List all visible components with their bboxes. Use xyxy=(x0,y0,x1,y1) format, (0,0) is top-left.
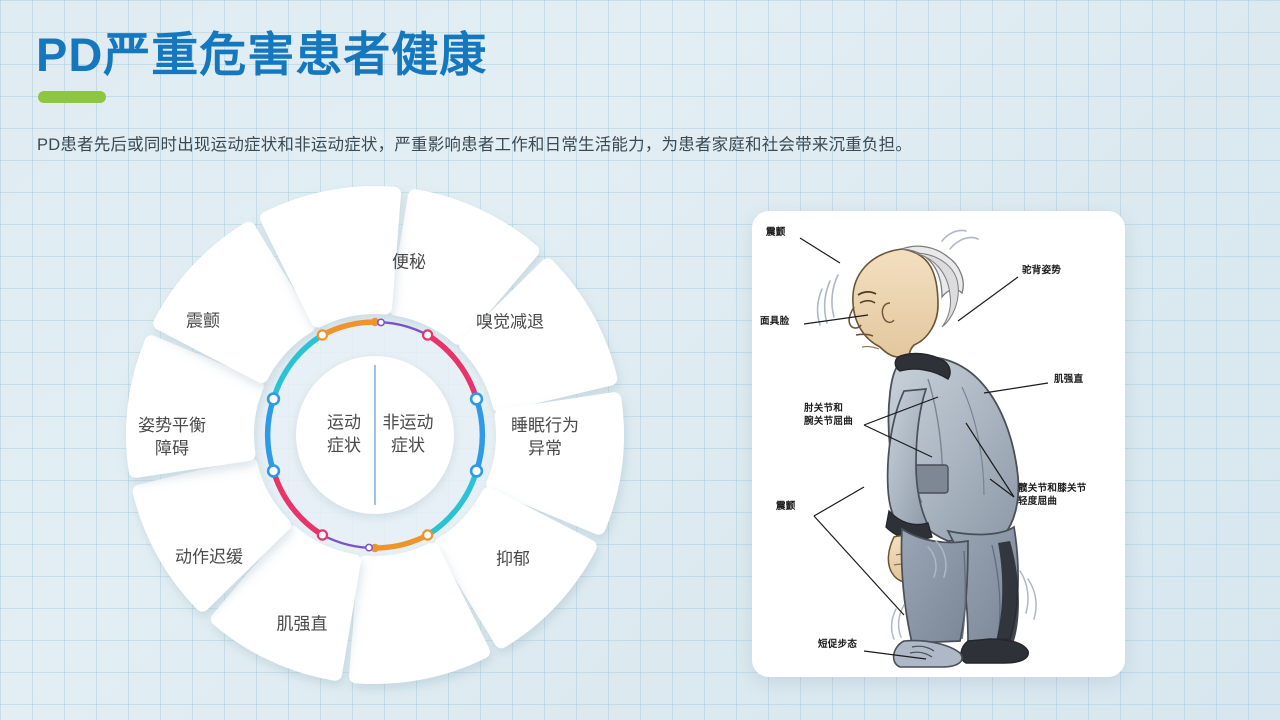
ring-node-blue-right-bottom xyxy=(469,464,484,478)
illus-label-tremor-head: 震颤 xyxy=(766,227,786,238)
ring-node-bottom-purple xyxy=(365,543,373,552)
ring-node-crimson-right xyxy=(421,329,434,341)
ring-node-top-orange xyxy=(370,317,380,327)
ring-node-orange-right xyxy=(421,529,434,541)
ring-arc-teal-left xyxy=(270,332,326,402)
figure-legs xyxy=(900,525,1019,644)
petal-抑郁[interactable] xyxy=(434,487,597,649)
figure-head xyxy=(848,245,964,365)
ring-arc-blue-left xyxy=(264,396,277,474)
petal-便秘[interactable] xyxy=(389,189,540,345)
page-title: PD严重危害患者健康 xyxy=(36,28,488,81)
illus-label-hip-knee: 髋关节和膝关节 轻度屈曲 xyxy=(1018,483,1087,507)
illus-label-masked-face: 面具脸 xyxy=(760,316,790,327)
title-accent-bar xyxy=(38,91,106,103)
tremor-lines-limb xyxy=(890,540,1037,640)
petal-blank-9[interactable] xyxy=(260,186,401,328)
illus-label-rigidity: 肌强直 xyxy=(1054,374,1084,385)
ring-arc-teal-right xyxy=(424,468,480,538)
figure-shoes xyxy=(892,638,1029,668)
petal-动作迟缓[interactable] xyxy=(132,457,291,612)
ring-node-top-purple xyxy=(377,318,385,327)
illus-label-stooped: 驼背姿势 xyxy=(1022,265,1062,276)
ring-node-group xyxy=(266,317,484,553)
illus-label-tremor-limb: 震颤 xyxy=(776,501,796,512)
petal-肌强直[interactable] xyxy=(210,525,361,681)
ring-node-crimson-left xyxy=(316,529,329,541)
illus-label-short-steps: 短促步态 xyxy=(818,639,858,650)
ring-node-bottom-orange xyxy=(370,543,380,553)
illus-label-elbow-wrist: 肘关节和 腕关节屈曲 xyxy=(804,403,854,427)
petal-嗅觉减退[interactable] xyxy=(459,258,618,413)
ring-node-orange-left xyxy=(316,329,329,341)
ring-node-blue-left-bottom xyxy=(266,464,281,478)
petal-blank-4[interactable] xyxy=(349,542,490,684)
annotation-leader-lines xyxy=(799,237,1049,660)
ring-node-blue-left-top xyxy=(266,392,281,406)
petal-姿势平衡 障碍[interactable] xyxy=(126,335,264,478)
slide-subtitle: PD患者先后或同时出现运动症状和非运动症状，严重影响患者工作和日常生活能力，为患… xyxy=(37,136,913,154)
symptom-petal-diagram: 运动 症状 非运动 症状 便秘 嗅觉减退 睡眠行为 异常 抑郁 肌强直 动作迟缓… xyxy=(95,185,655,705)
ring-arc-crimson-right xyxy=(424,332,480,402)
hub-motor-label: 运动 症状 xyxy=(327,413,361,455)
patient-illustration xyxy=(799,229,1049,668)
ring-arc-blue-right xyxy=(473,396,486,474)
patient-illustration-card: 震颤 面具脸 驼背姿势 肌强直 肘关节和 腕关节屈曲 髋关节和膝关节 轻度屈曲 … xyxy=(752,211,1125,677)
petal-diagram-svg xyxy=(125,185,625,685)
ring-arc-crimson-left xyxy=(270,468,326,538)
petal-震颤[interactable] xyxy=(153,221,316,383)
hub-non-motor-label: 非运动 症状 xyxy=(382,413,434,455)
ring-node-blue-right-top xyxy=(469,392,484,406)
petal-睡眠行为 异常[interactable] xyxy=(486,392,624,535)
petal-group xyxy=(126,186,624,684)
